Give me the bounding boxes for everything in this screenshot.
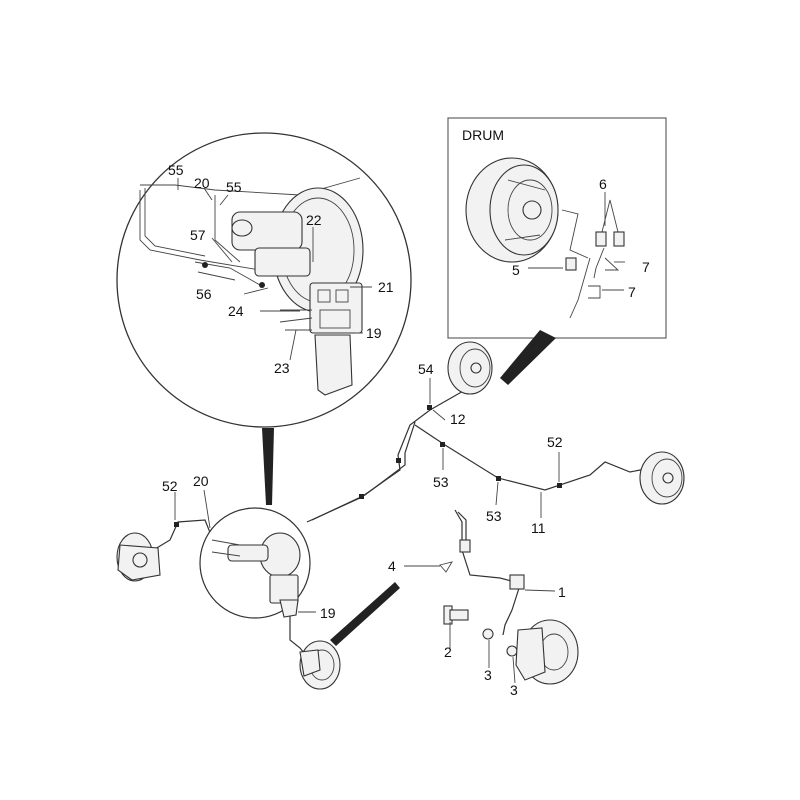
label-19-main: 19	[320, 605, 336, 621]
label-11: 11	[531, 520, 546, 536]
pointer-wedge-drum	[500, 330, 556, 385]
label-22: 22	[306, 212, 322, 228]
label-52-left: 52	[162, 478, 178, 494]
drum-leaders	[528, 192, 625, 291]
label-20-main: 20	[193, 473, 209, 489]
pointer-wedge-upper	[262, 428, 274, 505]
drum-detail-box	[447, 117, 667, 339]
label-1: 1	[558, 584, 566, 600]
main-leaders	[174, 378, 560, 684]
label-3-left: 3	[484, 667, 492, 683]
circle-leaders	[177, 178, 372, 361]
label-6: 6	[599, 176, 607, 192]
label-12: 12	[450, 411, 466, 427]
drum-title: DRUM	[462, 127, 504, 143]
label-56: 56	[196, 286, 212, 302]
front-hose-detail	[439, 509, 579, 685]
label-23: 23	[274, 360, 290, 376]
label-55-left: 55	[168, 162, 184, 178]
abs-detail-circle	[116, 132, 412, 428]
rear-upper-drum	[447, 341, 493, 395]
label-5: 5	[512, 262, 520, 278]
label-53-left: 53	[433, 474, 449, 490]
label-53-right: 53	[486, 508, 502, 524]
label-54: 54	[418, 361, 434, 377]
label-19-circle: 19	[366, 325, 382, 341]
front-right-disc	[299, 640, 341, 690]
label-52-right: 52	[547, 434, 563, 450]
abs-overview-circle	[199, 507, 311, 619]
line-clips	[174, 405, 562, 527]
label-55-right: 55	[226, 179, 242, 195]
label-7-bottom: 7	[628, 284, 636, 300]
label-57: 57	[190, 227, 206, 243]
pointer-wedge-lower	[330, 582, 400, 646]
label-3-right: 3	[510, 682, 518, 698]
rear-right-drum	[639, 451, 685, 505]
label-7-top: 7	[642, 259, 650, 275]
front-left-brake	[116, 532, 161, 582]
label-21: 21	[378, 279, 394, 295]
label-2: 2	[444, 644, 452, 660]
label-20-circle: 20	[194, 175, 210, 191]
label-24: 24	[228, 303, 244, 319]
label-4: 4	[388, 558, 396, 574]
